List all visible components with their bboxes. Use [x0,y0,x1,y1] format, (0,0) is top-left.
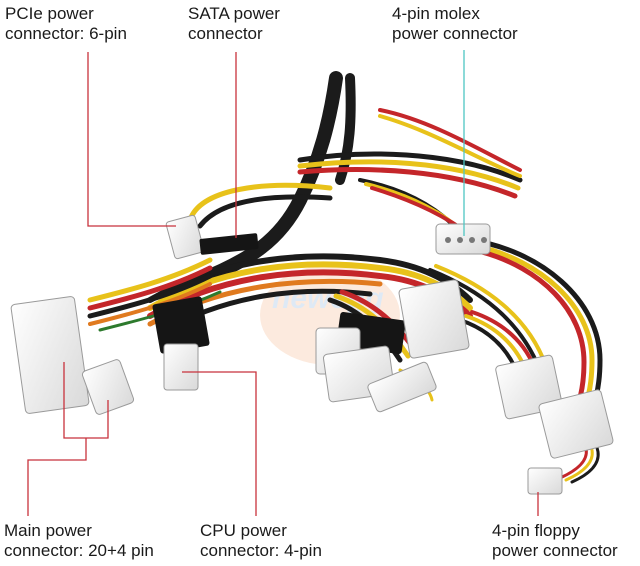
molex-label-line1: 4-pin molex [392,4,480,23]
wire-bundle [87,71,603,484]
floppy-label-line1: 4-pin floppy [492,521,580,540]
floppy-label: 4-pin floppy power connector [492,521,618,561]
molex-connector-middle [315,279,470,413]
floppy-connector [527,467,563,495]
sata-label: SATA power connector [188,4,280,44]
cpu-label: CPU power connector: 4-pin [200,521,322,561]
molex-connector-right [495,354,614,459]
leader-lines [27,50,539,516]
main-power-connector [10,296,135,415]
sata-label-line2: connector [188,24,263,43]
cpu-leader-line [182,371,257,516]
pcie-label-line2: connector: 6-pin [5,24,127,43]
cpu-label-line1: CPU power [200,521,287,540]
cpu-label-line2: connector: 4-pin [200,541,322,560]
main-label-line2: connector: 20+4 pin [4,541,154,560]
main-leader-line [27,362,109,516]
sata-label-line1: SATA power [188,4,280,23]
pcie-leader-line [87,52,176,227]
pcie-label: PCIe power connector: 6-pin [5,4,127,44]
cpu-power-connector [152,296,210,391]
main-label-line1: Main power [4,521,92,540]
sata-connector [199,233,259,255]
pcie-connector [165,214,205,260]
molex-connector-top [435,223,491,255]
pcie-label-line1: PCIe power [5,4,94,23]
floppy-label-line2: power connector [492,541,618,560]
molex-label-line2: power connector [392,24,518,43]
main-label: Main power connector: 20+4 pin [4,521,154,561]
molex-label: 4-pin molex power connector [392,4,518,44]
connectors [10,214,614,495]
